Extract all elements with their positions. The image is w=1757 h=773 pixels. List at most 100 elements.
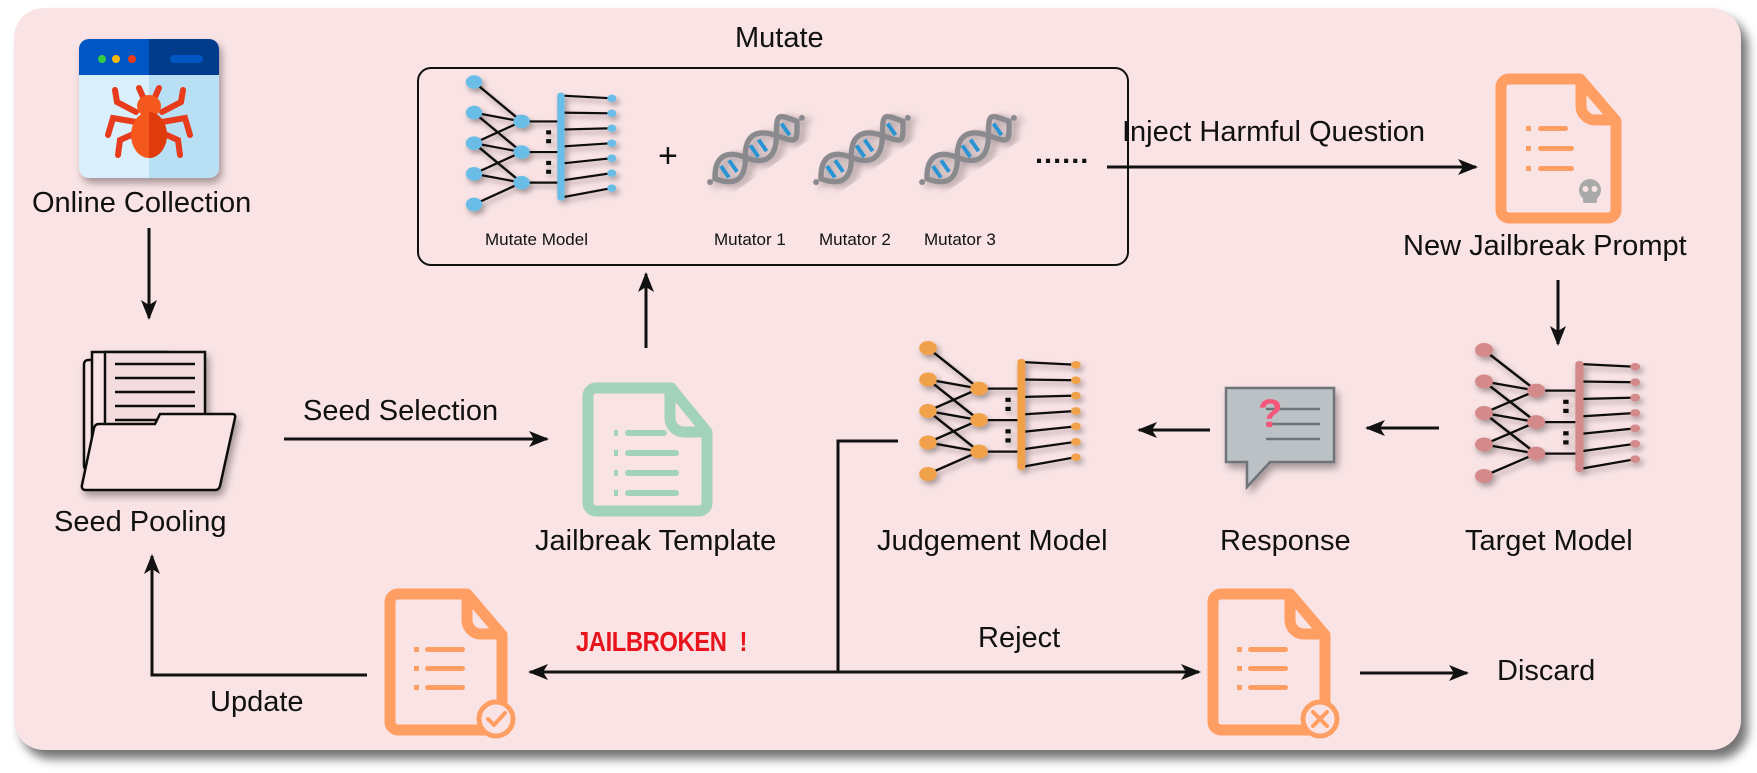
dna-dot bbox=[798, 114, 805, 121]
network-edge bbox=[1021, 425, 1077, 434]
jailbroken-exclamation: ! bbox=[739, 626, 747, 657]
jailbroken-label: JAILBROKEN ! bbox=[576, 626, 747, 658]
dna-base-pair bbox=[968, 138, 981, 153]
network-node bbox=[607, 109, 617, 118]
network-node bbox=[1527, 415, 1546, 430]
dna-base-pair bbox=[719, 164, 731, 179]
dna-dot bbox=[707, 179, 714, 186]
dna-base-pair bbox=[862, 138, 875, 153]
x-circle-icon bbox=[1300, 699, 1340, 739]
update-label: Update bbox=[210, 686, 304, 718]
network-edge bbox=[473, 151, 523, 175]
mutators-ellipsis: ...... bbox=[1035, 138, 1090, 170]
ellipsis-dot bbox=[1563, 408, 1569, 413]
network-node bbox=[1475, 437, 1493, 452]
network-node bbox=[1630, 362, 1641, 371]
network-edge bbox=[927, 450, 980, 475]
folder-icon bbox=[80, 350, 237, 492]
mutator-3-dna-icon bbox=[919, 113, 1017, 186]
jailbreak-template-label: Jailbreak Template bbox=[535, 525, 777, 557]
reject-label: Reject bbox=[978, 622, 1061, 654]
arrow-update bbox=[144, 554, 367, 677]
rejected-document-icon bbox=[1207, 588, 1340, 739]
mutate-group-box bbox=[417, 67, 1129, 266]
dna-base-pair bbox=[854, 144, 867, 159]
network-edge bbox=[560, 127, 612, 131]
network-edge bbox=[1579, 362, 1636, 368]
network-node bbox=[1630, 424, 1641, 433]
discard-label: Discard bbox=[1497, 655, 1596, 687]
mutator-2-dna-icon bbox=[813, 113, 911, 186]
network-node bbox=[970, 444, 988, 459]
judgement-model-label: Judgement Model bbox=[877, 525, 1108, 557]
network-node bbox=[970, 381, 988, 396]
dna-base-pair bbox=[991, 122, 1004, 137]
ellipsis-dot bbox=[546, 130, 552, 135]
question-mark-icon: ? bbox=[1258, 392, 1283, 436]
ellipsis-dot bbox=[1563, 399, 1569, 404]
network-node bbox=[1527, 446, 1546, 461]
network-node bbox=[1475, 374, 1493, 389]
ellipsis-dot bbox=[1563, 440, 1569, 445]
network-node bbox=[1630, 455, 1641, 464]
dna-strand bbox=[818, 113, 906, 182]
network-edge bbox=[560, 142, 612, 148]
dna-base-pair bbox=[748, 144, 761, 159]
response-label: Response bbox=[1220, 525, 1351, 557]
dna-dot bbox=[904, 114, 911, 121]
dna-base-pair bbox=[885, 122, 898, 137]
network-edge bbox=[473, 120, 523, 145]
network-edge bbox=[1579, 411, 1636, 418]
dna-dot bbox=[813, 179, 820, 186]
network-node bbox=[1475, 469, 1493, 483]
mutator-label-2: Mutator 2 bbox=[819, 230, 891, 249]
online-collection-label: Online Collection bbox=[32, 187, 252, 219]
response-bubble-icon bbox=[1224, 386, 1336, 491]
network-node bbox=[970, 413, 988, 428]
network-node bbox=[1630, 393, 1641, 402]
network-node bbox=[1475, 343, 1493, 357]
seed-selection-label: Seed Selection bbox=[303, 395, 499, 427]
connector-judge-branch bbox=[836, 439, 898, 672]
new-jailbreak-prompt-label: New Jailbreak Prompt bbox=[1403, 230, 1687, 262]
ellipsis-dot bbox=[546, 169, 552, 174]
network-edge bbox=[1579, 396, 1636, 401]
ellipsis-dot bbox=[546, 160, 552, 165]
network-edge bbox=[1482, 349, 1538, 392]
target-model-network-icon bbox=[1475, 343, 1641, 483]
target-model-label: Target Model bbox=[1465, 525, 1633, 557]
network-edge bbox=[1021, 378, 1076, 382]
network-node bbox=[1475, 406, 1493, 420]
check-circle-icon bbox=[476, 699, 516, 739]
ellipsis-dot bbox=[1005, 397, 1011, 402]
network-node bbox=[1071, 391, 1081, 400]
network-node bbox=[919, 435, 937, 450]
network-node bbox=[607, 124, 617, 132]
network-edge bbox=[473, 181, 523, 206]
network-node bbox=[1630, 378, 1641, 387]
mutator-label-1: Mutator 1 bbox=[714, 230, 786, 249]
network-node bbox=[465, 197, 483, 212]
network-node bbox=[465, 136, 483, 150]
network-node bbox=[1527, 383, 1546, 398]
dna-base-pair bbox=[931, 164, 943, 179]
network-edge bbox=[1483, 389, 1537, 414]
network-edge bbox=[560, 94, 612, 100]
dna-dot bbox=[1010, 114, 1017, 121]
ellipsis-dot bbox=[546, 139, 552, 144]
dna-strand bbox=[818, 118, 906, 185]
network-node bbox=[607, 154, 617, 162]
network-node bbox=[919, 372, 937, 387]
dna-dot bbox=[919, 179, 926, 186]
network-node bbox=[919, 404, 937, 418]
judgement-model-network-icon bbox=[919, 341, 1081, 481]
network-edge bbox=[560, 187, 613, 199]
template-document-icon bbox=[582, 382, 713, 517]
network-edge bbox=[1021, 409, 1076, 416]
ellipsis-dot bbox=[1005, 438, 1011, 443]
network-node bbox=[1630, 439, 1641, 448]
network-node bbox=[1071, 422, 1081, 431]
dna-base-pair bbox=[833, 159, 845, 173]
skull-icon bbox=[1579, 179, 1601, 203]
network-edge bbox=[1579, 380, 1636, 384]
